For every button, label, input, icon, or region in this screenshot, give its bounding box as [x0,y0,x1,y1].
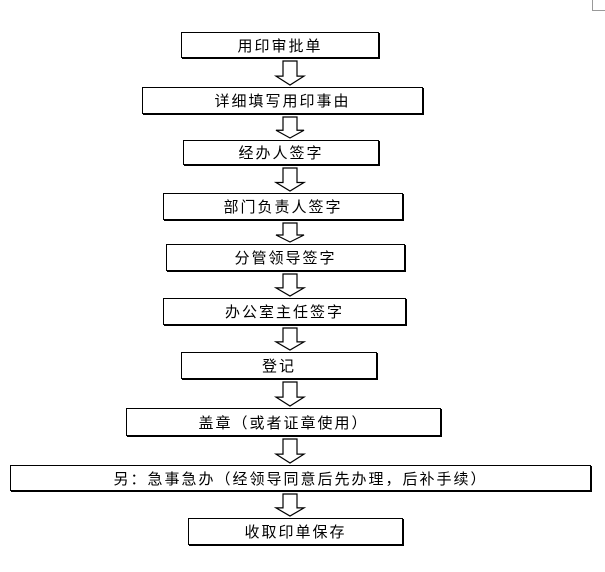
arrow-shape [273,273,307,297]
step-handler-sign: 经办人签字 [183,140,379,165]
arrow-shape [273,167,307,192]
down-arrow-icon [273,438,307,464]
down-arrow-icon [273,167,307,192]
step-office-director-sign: 办公室主任签字 [163,298,406,325]
arrow-shape [275,222,305,243]
down-arrow-icon [273,60,307,86]
arrow-shape [273,438,307,464]
down-arrow-icon [273,327,307,351]
arrow-shape [273,381,307,407]
down-arrow-icon [273,273,307,297]
down-arrow-icon [273,381,307,407]
step-keep-form: 收取印单保存 [188,518,403,545]
step-leader-sign: 分管领导签字 [166,244,405,271]
step-urgent-note: 另：急事急办（经领导同意后先办理，后补手续） [10,465,591,491]
page-corner-mark [592,0,605,11]
down-arrow-icon [273,493,307,517]
step-register: 登记 [181,352,377,379]
step-approval-form: 用印审批单 [181,32,379,58]
down-arrow-icon [275,222,305,243]
arrow-shape [273,493,307,517]
step-stamp: 盖章（或者证章使用） [126,408,441,436]
arrow-shape [275,116,305,139]
down-arrow-icon [275,116,305,139]
arrow-shape [273,60,307,86]
arrow-shape [273,327,307,351]
step-fill-reason: 详细填写用印事由 [142,87,423,114]
step-dept-head-sign: 部门负责人签字 [163,193,403,220]
